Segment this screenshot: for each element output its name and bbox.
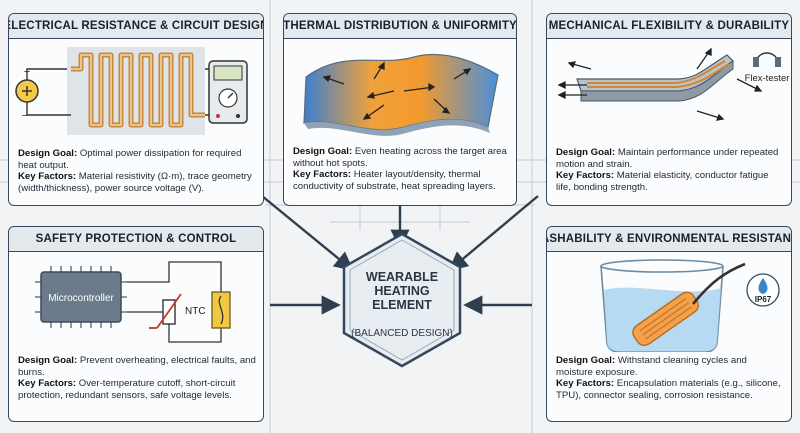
card-thermal-desc: Design Goal: Even heating across the tar… — [293, 146, 510, 192]
safety-factors-label: Key Factors: — [18, 378, 77, 390]
washability-goal-label: Design Goal: — [556, 355, 616, 366]
arrow-electrical — [261, 195, 354, 272]
washability-factors-label: Key Factors: — [556, 378, 615, 390]
thermal-factors-text: Heater layout/density, thermal conductiv… — [293, 169, 496, 192]
mechanical-factors-text: Material elasticity, conductor fatigue l… — [556, 170, 769, 193]
card-mechanical-desc: Design Goal: Maintain performance under … — [556, 147, 785, 193]
card-safety: SAFETY PROTECTION & CONTROL Microcontrol… — [8, 226, 264, 422]
card-washability: WASHABILITY & ENVIRONMENTAL RESISTANCE I… — [546, 226, 792, 422]
encapsulated-heater-icon — [632, 291, 699, 347]
mechanical-factors-label: Key Factors: — [556, 170, 615, 182]
microcontroller-label: Microcontroller — [48, 293, 114, 304]
washability-goal-text: Withstand cleaning cycles and moisture e… — [556, 355, 747, 378]
card-electrical-title: ELECTRICAL RESISTANCE & CIRCUIT DESIGN — [9, 14, 263, 39]
center-title-line1: WEARABLE — [365, 270, 439, 284]
card-safety-title: SAFETY PROTECTION & CONTROL — [9, 227, 263, 252]
mechanical-goal-label: Design Goal: — [556, 147, 616, 158]
thermal-goal-text: Even heating across the target area with… — [293, 146, 507, 169]
flex-tester-label: Flex-tester — [745, 73, 790, 84]
ip67-label: IP67 — [755, 295, 772, 304]
ntc-label: NTC — [185, 306, 206, 317]
card-mechanical: MECHANICAL FLEXIBILITY & DURABILITY Flex… — [546, 13, 792, 206]
electrical-goal-label: Design Goal: — [18, 148, 78, 159]
fuse-icon — [211, 291, 231, 329]
washability-factors-text: Encapsulation materials (e.g., silicone,… — [556, 378, 781, 401]
heat-arrows — [322, 61, 472, 120]
center-title-line2: HEATING — [374, 284, 430, 298]
conductor-traces — [587, 60, 730, 88]
center-hexagon — [342, 232, 462, 368]
card-mechanical-title: MECHANICAL FLEXIBILITY & DURABILITY — [547, 14, 791, 39]
card-electrical: ELECTRICAL RESISTANCE & CIRCUIT DESIGN +… — [8, 13, 264, 206]
safety-factors-text: Over-temperature cutoff, short-circuit p… — [18, 378, 236, 401]
electrical-goal-text: Optimal power dissipation for required h… — [18, 148, 242, 171]
ntc-thermistor-icon — [149, 293, 182, 329]
electrical-factors-label: Key Factors: — [18, 171, 77, 183]
circuit-illustration: + − — [15, 47, 248, 135]
card-washability-desc: Design Goal: Withstand cleaning cycles a… — [556, 355, 785, 401]
water-drop-icon — [746, 273, 780, 307]
arrow-mechanical — [448, 195, 539, 272]
center-title-line3: ELEMENT — [372, 298, 432, 312]
electrical-factors-text: Material resistivity (Ω·m), trace geomet… — [18, 171, 252, 194]
strain-arrows — [557, 47, 763, 121]
card-washability-title: WASHABILITY & ENVIRONMENTAL RESISTANCE — [547, 227, 791, 252]
flex-tester-icon — [753, 52, 781, 67]
thermal-goal-label: Design Goal: — [293, 146, 353, 157]
safety-circuit-illustration: Microcontroller NTC — [35, 261, 231, 343]
mechanical-goal-text: Maintain performance under repeated moti… — [556, 147, 779, 170]
card-electrical-desc: Design Goal: Optimal power dissipation f… — [18, 148, 257, 194]
thermal-sheet-illustration — [303, 53, 499, 136]
flex-illustration: Flex-tester — [557, 47, 790, 121]
card-thermal: THERMAL DISTRIBUTION & UNIFORMITY Design… — [283, 13, 517, 206]
minus-sign: − — [22, 110, 28, 122]
microcontroller-chip — [35, 266, 127, 328]
heater-cable — [691, 262, 746, 305]
water-beaker-illustration: IP67 — [600, 259, 780, 352]
safety-goal-text: Prevent overheating, electrical faults, … — [18, 355, 256, 378]
card-safety-desc: Design Goal: Prevent overheating, electr… — [18, 355, 257, 401]
beaker-icon — [600, 259, 724, 352]
center-subtitle: (BALANCED DESIGN) — [351, 328, 453, 339]
center-title: WEARABLE HEATING ELEMENT — [340, 270, 464, 312]
battery-icon — [15, 79, 39, 103]
safety-goal-label: Design Goal: — [18, 355, 78, 366]
multimeter-icon — [205, 60, 248, 124]
card-thermal-title: THERMAL DISTRIBUTION & UNIFORMITY — [284, 14, 516, 39]
thermal-factors-label: Key Factors: — [293, 169, 352, 181]
